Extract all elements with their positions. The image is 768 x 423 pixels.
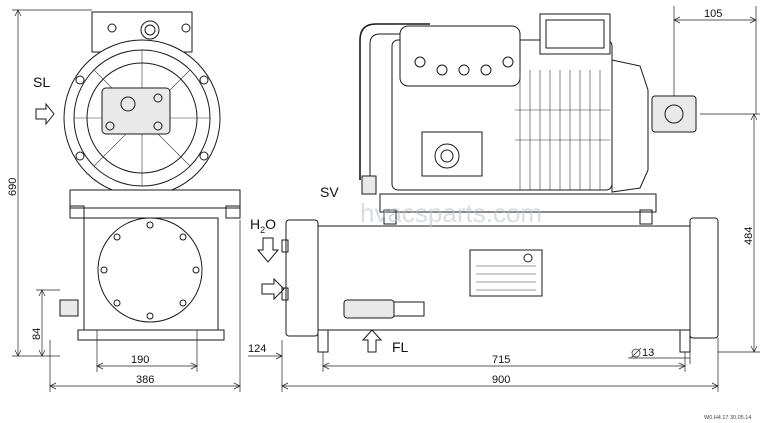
side-sight-glass-inner: [440, 149, 454, 163]
dim-900: 900: [281, 338, 719, 392]
dim-84-text: 84: [31, 328, 43, 340]
side-head-bolts: [414, 56, 514, 76]
side-water-connection: [281, 239, 289, 253]
liquid-outlet-arrow-icon: [361, 329, 383, 353]
dim-484-text: 484: [743, 227, 755, 245]
front-top-bolt: [107, 23, 117, 33]
side-nameplate: [469, 249, 543, 297]
side-sight-glass: [434, 143, 460, 169]
service-valve-label: SV: [320, 184, 339, 200]
side-oil-pump-block: [421, 131, 483, 177]
dim-715: 715: [322, 352, 686, 372]
side-liquid-valve-nut: [393, 301, 425, 317]
water-out-arrow-icon: [261, 277, 285, 301]
dim-190: 190: [96, 330, 198, 372]
suction-arrow-icon: [35, 102, 55, 126]
dim-190-text: 190: [131, 354, 149, 366]
dim-386: 386: [49, 220, 241, 392]
side-water-connection: [281, 287, 289, 301]
side-cooling-fins: [515, 70, 610, 190]
dim-900-text: 900: [492, 374, 510, 386]
front-condenser-flange: [97, 217, 203, 323]
dim-105-text: 105: [704, 8, 722, 20]
side-terminal-box-lid: [545, 19, 605, 49]
suction-line-label: SL: [33, 74, 50, 90]
front-base-frame: [69, 189, 241, 209]
dim-105: 105: [673, 6, 757, 114]
front-valve-bolt: [153, 93, 163, 103]
dim-13-text: 13: [642, 347, 654, 359]
dim-484: 484: [700, 113, 760, 353]
front-valve-bolt: [105, 121, 115, 131]
front-liquid-valve: [59, 299, 79, 317]
side-base-foot: [639, 209, 653, 225]
front-base-foot: [225, 205, 241, 219]
dim-84: 84: [31, 289, 60, 357]
diameter-symbol-icon: [631, 348, 641, 358]
water-in-arrow-icon: [256, 237, 280, 263]
front-valve-block: [101, 87, 171, 135]
dim-124-text: 124: [248, 343, 266, 355]
side-cylinder-head: [399, 25, 521, 87]
side-condenser-foot: [317, 329, 329, 353]
side-motor-end: [611, 59, 649, 193]
side-condenser-foot: [679, 329, 691, 353]
side-condenser-head-left: [285, 219, 319, 337]
water-connection-label: H2O: [250, 216, 276, 235]
side-discharge-port: [664, 104, 684, 124]
dim-386-text: 386: [136, 374, 154, 386]
side-condenser-head-right: [689, 217, 719, 339]
dim-690: 690: [7, 9, 92, 357]
side-nameplate-lines: [476, 265, 536, 291]
front-top-bolt: [181, 23, 191, 33]
side-view: [281, 13, 719, 353]
front-view: [59, 11, 241, 341]
front-top-port: [140, 20, 160, 40]
side-liquid-valve: [343, 299, 395, 319]
front-top-port-inner: [144, 24, 156, 36]
front-base-foot: [69, 205, 85, 219]
side-suction-pipe: [359, 23, 430, 180]
dim-715-text: 715: [492, 354, 510, 366]
watermark: hvacsparts.com: [360, 198, 542, 228]
side-discharge-valve: [651, 95, 697, 133]
front-valve-bolt: [153, 121, 163, 131]
side-base-foot: [383, 209, 397, 225]
drawing-code: W0.H4.17 30.05.14: [704, 415, 751, 421]
liquid-line-label: FL: [392, 339, 409, 355]
front-condenser-plate: [83, 217, 219, 331]
side-service-valve: [361, 175, 377, 195]
side-suction-pipe-inner: [369, 33, 430, 180]
side-terminal-box: [539, 13, 611, 55]
side-nameplate-logo-icon: [523, 253, 533, 263]
dim-690-text: 690: [7, 178, 19, 196]
front-condenser-bolts: [100, 221, 200, 320]
dim-124: 124: [248, 340, 283, 392]
front-condenser-foot: [77, 329, 225, 341]
front-valve-port: [120, 96, 136, 112]
dim-13: 13: [628, 347, 691, 364]
side-base-frame: [379, 193, 657, 213]
